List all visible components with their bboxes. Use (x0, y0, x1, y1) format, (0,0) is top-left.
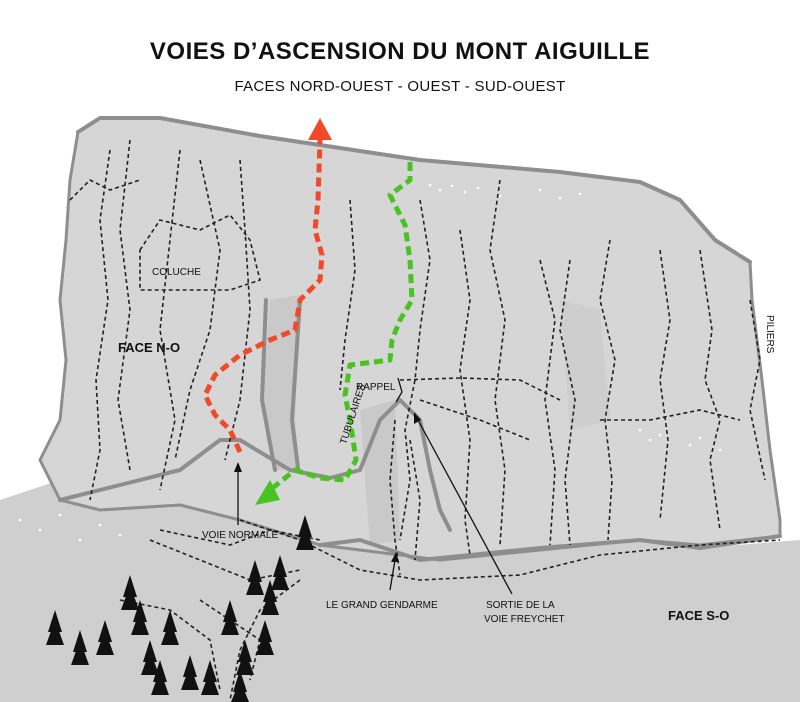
map-title: VOIES D’ASCENSION DU MONT AIGUILLE (149, 38, 651, 65)
conifer-tree-icon (161, 610, 179, 645)
conifer-tree-icon (256, 620, 274, 655)
conifer-tree-icon (271, 555, 289, 590)
conifer-tree-icon (96, 620, 114, 655)
label-grand-gendarme: LE GRAND GENDARME (326, 600, 438, 611)
route-voie-normale (202, 139, 325, 454)
conifer-tree-icon (151, 660, 169, 695)
rock-ridge-left (58, 438, 292, 502)
rock-shading-2 (360, 400, 400, 545)
route-tubulaires (268, 162, 415, 492)
summit-ridge (76, 116, 752, 264)
conifer-tree-icon (71, 630, 89, 665)
conifer-tree-icon (221, 600, 239, 635)
scree-slope (0, 470, 800, 702)
conifer-tree-icon (246, 560, 264, 595)
conifer-tree-icon (236, 640, 254, 675)
rock-texture (18, 183, 722, 542)
conifer-tree-icon (181, 655, 199, 690)
rock-shading-3 (560, 300, 610, 430)
conifer-tree-icon (201, 660, 219, 695)
red-route-arrowhead-icon (308, 118, 332, 140)
label-coluche: COLUCHE (152, 267, 201, 278)
conifer-tree-icon (296, 515, 314, 550)
label-piliers: PILIERS (764, 315, 775, 354)
conifer-tree-icon (261, 580, 279, 615)
label-rappel: RAPPEL (356, 382, 396, 393)
green-route-arrowhead-icon (255, 480, 280, 505)
label-voie-normale: VOIE NORMALE (202, 530, 278, 541)
conifer-tree-icon (141, 640, 159, 675)
rock-pillar-left (260, 298, 277, 472)
map-subtitle: FACES NORD-OUEST - OUEST - SUD-OUEST (234, 78, 566, 95)
conifer-tree-icon (46, 610, 64, 645)
rock-pillar-center (290, 298, 302, 470)
voie-normale-pointer-head-icon (234, 462, 242, 472)
climbing-routes-other (69, 139, 781, 701)
grand-gendarme-pointer-head-icon (391, 552, 399, 562)
rappel-arrow (395, 377, 403, 403)
conifer-tree-icon (131, 600, 149, 635)
rock-ridge-base (318, 534, 782, 562)
conifer-tree-icon (121, 575, 139, 610)
label-sortie-line2: VOIE FREYCHET (484, 614, 565, 625)
conifer-tree-icon (231, 670, 249, 702)
grand-gendarme-pointer (389, 559, 396, 591)
label-face-no: FACE N-O (118, 340, 180, 355)
forest (46, 515, 314, 702)
rock-massif (38, 116, 782, 562)
rock-ridge-center (288, 398, 452, 532)
label-face-so: FACE S-O (668, 608, 729, 623)
label-sortie-line1: SORTIE DE LA (486, 600, 555, 611)
sortie-freychet-pointer-head-icon (414, 412, 421, 424)
sortie-freychet-pointer (417, 419, 513, 595)
